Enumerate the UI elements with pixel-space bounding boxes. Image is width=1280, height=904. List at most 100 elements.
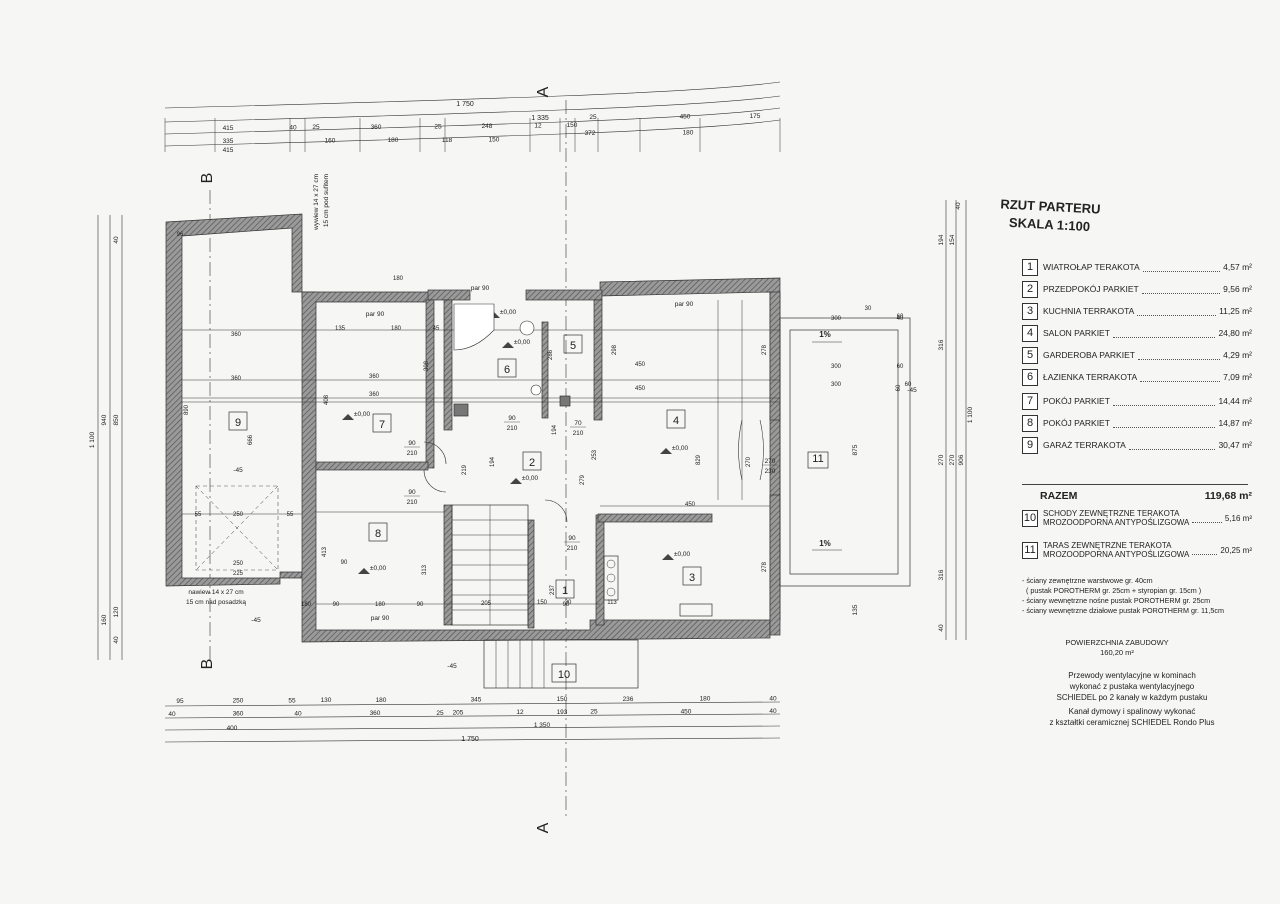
wall-note: ( pustak POROTHERM gr. 25cm + styropian … xyxy=(1022,586,1202,595)
top-wall-segment xyxy=(525,289,603,301)
ventilation-note: Kanał dymowy i spalinowy wykonać xyxy=(1068,707,1196,716)
interior-dimension: 219 xyxy=(462,464,468,475)
interior-dimension: 450 xyxy=(635,386,646,392)
interior-dimension: 360 xyxy=(369,374,380,380)
legend-extra-row: 10Schody zewnętrzne terakotamrozoodporna… xyxy=(1022,506,1252,530)
interior-dimension: 360 xyxy=(231,376,242,382)
interior-dimension: 360 xyxy=(369,392,380,398)
door-swing xyxy=(423,469,447,493)
burner-icon xyxy=(606,573,616,583)
chimney-block xyxy=(559,395,571,407)
wall-notes: - ściany zewnętrzne warstwowe gr. 40cm (… xyxy=(1022,576,1262,616)
dim-bottom-row1: 236 xyxy=(623,696,634,703)
interior-wall xyxy=(769,494,781,636)
dim-top-row1: 150 xyxy=(567,122,578,129)
legend-room-name: Garaż terrakota xyxy=(1043,440,1126,450)
dim-top-row1: 415 xyxy=(223,125,234,132)
terrace-slope-pct: 1% xyxy=(819,330,831,339)
chimney-block xyxy=(453,403,469,417)
terrace-door-swing xyxy=(759,419,764,481)
slope-label-bottom: -45 xyxy=(447,663,457,670)
burner-icon xyxy=(606,559,616,569)
legend-room-area: 24,80 m² xyxy=(1218,328,1252,338)
dim-left: 40 xyxy=(113,636,120,644)
dim-bottom-row1: 180 xyxy=(700,696,711,703)
dim-top-row1: 248 xyxy=(482,123,493,130)
plan-title: RZUT PARTERU SKALA 1:100 xyxy=(989,195,1111,237)
interior-dimension: 413 xyxy=(322,546,328,557)
dim-bottom-row2: 40 xyxy=(769,708,777,715)
dim-right: 906 xyxy=(958,454,965,465)
dim-top-right-part: 1 335 xyxy=(531,115,549,122)
interior-dimension: 278 xyxy=(762,344,768,355)
door-height: 210 xyxy=(573,430,584,437)
room-number-box xyxy=(228,411,248,431)
legend-room-number: 3 xyxy=(1022,302,1038,320)
dim-bottom-row2: 205 xyxy=(453,710,464,717)
dim-top-row1: 25 xyxy=(312,124,320,131)
legend-room-area: 14,87 m² xyxy=(1218,418,1252,428)
toilet-icon xyxy=(530,384,542,396)
dim-top-row1: 40 xyxy=(289,125,297,132)
dim-top-row2: 150 xyxy=(489,136,500,143)
garage-pit-diag xyxy=(195,485,279,571)
legend-room-name: Wiatrołap terakota xyxy=(1043,262,1140,272)
wall-note: - ściany zewnętrzne warstwowe gr. 40cm xyxy=(1022,576,1153,585)
legend-extra-name-line2: mrozoodporna antypoślizgowa xyxy=(1043,518,1190,527)
legend-room-name: Łazienka terrakota xyxy=(1043,372,1138,382)
interior-dimension: 360 xyxy=(231,332,242,338)
legend-leader-dots xyxy=(1142,262,1221,272)
built-area-value: 160,20 m² xyxy=(1100,648,1134,657)
dim-top-row1: 175 xyxy=(750,113,761,120)
level-marker xyxy=(510,478,522,484)
dim-top-row2: 335 xyxy=(223,138,234,145)
dim-bottom-row2: 450 xyxy=(681,708,692,715)
dim-top-row1: 25 xyxy=(434,123,442,130)
interior-dimension: 150 xyxy=(537,600,548,606)
legend-room-area: 4,57 m² xyxy=(1223,262,1252,272)
interior-dimension: 90 xyxy=(333,602,340,608)
interior-dimension: 60 xyxy=(897,364,904,370)
sink-icon xyxy=(679,603,713,617)
level-marker xyxy=(660,448,672,454)
interior-wall xyxy=(769,291,781,421)
ventilation-note: Przewody wentylacyjne w kominach xyxy=(1068,671,1196,680)
legend-room-number: 4 xyxy=(1022,324,1038,342)
legend-row: 2Przedpokój parkiet9,56 m² xyxy=(1022,280,1252,298)
room-number-5: 5 xyxy=(570,340,576,352)
interior-dimension: 205 xyxy=(481,601,492,607)
dim-top-row3: 415 xyxy=(223,147,234,154)
dim-bottom-row1: 95 xyxy=(176,698,184,705)
interior-dimension: 829 xyxy=(696,454,702,465)
room-number-box xyxy=(551,663,577,683)
dim-bottom-row2: 40 xyxy=(168,711,176,718)
room-number-1: 1 xyxy=(562,585,568,597)
room-number-box xyxy=(497,358,517,378)
bottom-dimension-line xyxy=(164,713,781,719)
dim-bottom-row1: 130 xyxy=(321,697,332,704)
section-mark-b-top: B xyxy=(199,173,216,184)
room-number-3: 3 xyxy=(689,572,695,584)
interior-dimension: 180 xyxy=(301,602,312,608)
legend-leader-dots xyxy=(1192,545,1218,555)
room-number-8: 8 xyxy=(375,528,381,540)
dim-top-row1: 25 xyxy=(589,114,597,121)
interior-dimension: 279 xyxy=(580,474,586,485)
room-number-4: 4 xyxy=(673,415,679,427)
legend-extra-name-line2: mrozoodporna antypoślizgowa xyxy=(1043,550,1190,559)
level-value: ±0,00 xyxy=(370,565,387,572)
slope-label-garage: -45 xyxy=(233,467,243,474)
dim-left: 940 xyxy=(101,414,108,425)
legend-leader-dots xyxy=(1141,284,1221,294)
legend-room-name: Pokój parkiet xyxy=(1043,396,1110,406)
burner-icon xyxy=(606,587,616,597)
door-swing xyxy=(423,441,447,465)
dim-right: 270 xyxy=(938,454,945,465)
dim-top-row2: 180 xyxy=(683,130,694,137)
room-number-7: 7 xyxy=(379,419,385,431)
parapet-label: par 90 xyxy=(471,285,490,292)
door-height: 230 xyxy=(765,468,776,475)
